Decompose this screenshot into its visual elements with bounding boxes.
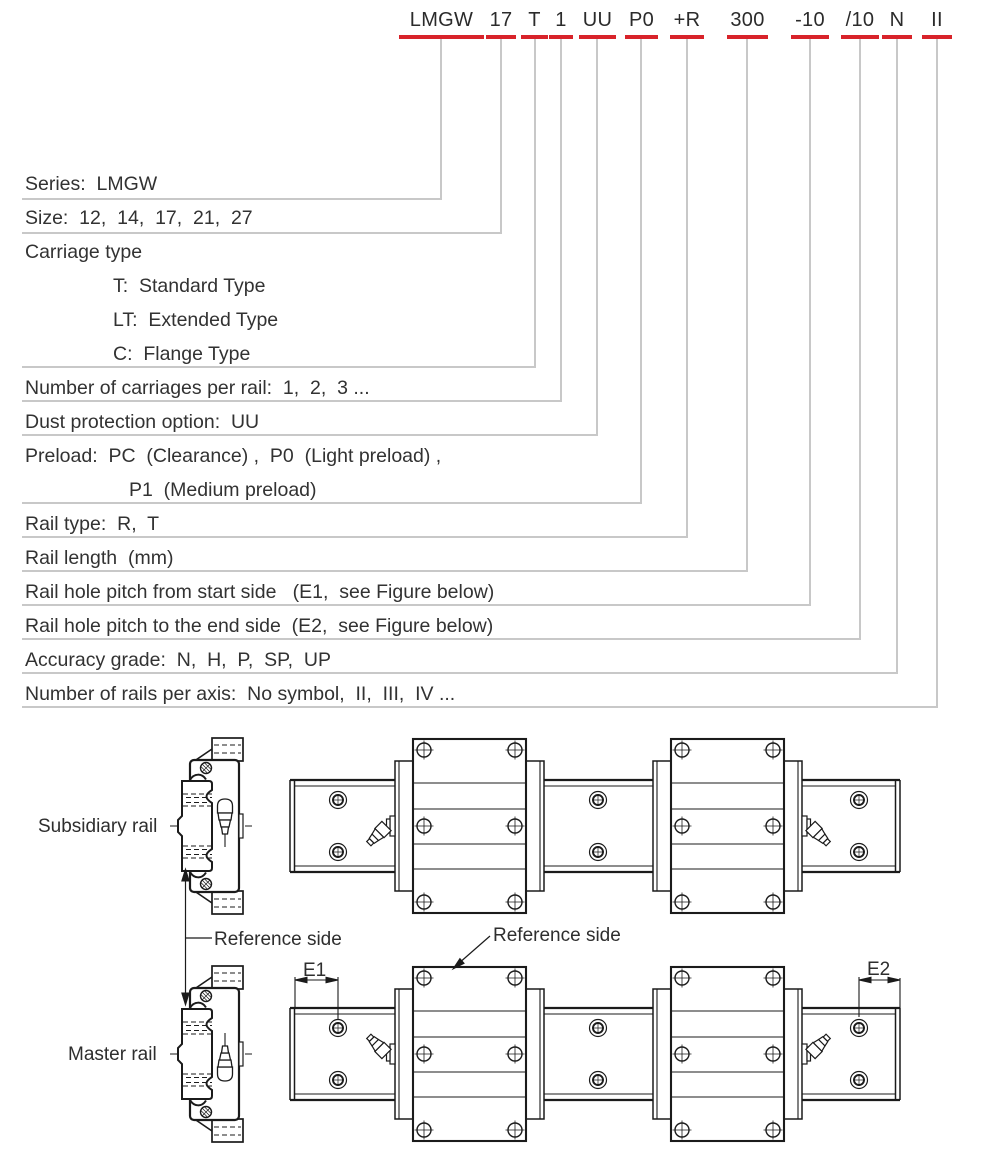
row-separator	[22, 400, 562, 402]
row-separator	[22, 604, 811, 606]
part-segment-carriage-count: 1	[549, 9, 573, 39]
legend-row-preload: Preload: PC (Clearance) , P0 (Light prel…	[25, 445, 442, 467]
part-segment-rails-per-axis: II	[922, 9, 952, 39]
e1-dimension-label: E1	[303, 960, 326, 981]
grease-nipple	[363, 815, 396, 849]
legend-row-rail-length: Rail length (mm)	[25, 547, 174, 569]
legend-row-size: Size: 12, 14, 17, 21, 27	[25, 207, 253, 229]
row-separator	[22, 570, 748, 572]
row-separator	[22, 502, 642, 504]
connector-line	[809, 39, 811, 604]
part-segment-preload: P0	[625, 9, 658, 39]
e1-dimension	[294, 976, 339, 1019]
reference-side-left-label: Reference side	[214, 929, 342, 950]
connector-line	[560, 39, 562, 400]
grease-nipple	[363, 1031, 396, 1065]
connector-line	[896, 39, 898, 672]
legend-row-preload-p1: P1 (Medium preload)	[129, 479, 317, 501]
part-segment-carriage-type: T	[521, 9, 548, 39]
subsidiary-rail-cross-section	[168, 736, 254, 916]
connector-line	[534, 39, 536, 366]
part-segment-size: 17	[486, 9, 516, 39]
connector-line	[746, 39, 748, 570]
legend-row-series: Series: LMGW	[25, 173, 158, 195]
part-segment-e2-pitch: /10	[841, 9, 879, 39]
grease-nipple	[801, 1031, 834, 1065]
connector-line	[686, 39, 688, 536]
part-segment-series: LMGW	[399, 9, 484, 39]
grease-nipple	[801, 815, 834, 849]
part-segment-accuracy: N	[882, 9, 912, 39]
rail-assembly-drawing: Subsidiary rail Master rail Reference si…	[38, 736, 1000, 1144]
row-separator	[22, 706, 938, 708]
part-segment-dust-protection: UU	[579, 9, 616, 39]
connector-line	[440, 39, 442, 198]
subsidiary-rail-label: Subsidiary rail	[38, 816, 157, 837]
legend-row-dust-protection: Dust protection option: UU	[25, 411, 260, 433]
part-segment-rail-length: 300	[727, 9, 768, 39]
legend-row-carriage-type-t: T: Standard Type	[113, 275, 266, 297]
part-segment-e1-pitch: -10	[791, 9, 829, 39]
legend-row-e2-pitch: Rail hole pitch to the end side (E2, see…	[25, 615, 494, 637]
master-rail-plan-view	[290, 967, 900, 1141]
row-separator	[22, 672, 898, 674]
connector-line	[859, 39, 861, 638]
e2-dimension-label: E2	[867, 959, 890, 980]
legend-row-e1-pitch: Rail hole pitch from start side (E1, see…	[25, 581, 495, 603]
reference-side-left-leader	[181, 867, 212, 1007]
e2-dimension	[858, 976, 901, 1017]
reference-side-right-leader	[451, 935, 491, 971]
subsidiary-rail-plan-view	[290, 739, 900, 913]
row-separator	[22, 366, 536, 368]
legend-row-carriage-type-lt: LT: Extended Type	[113, 309, 279, 331]
legend-row-accuracy: Accuracy grade: N, H, P, SP, UP	[25, 649, 331, 671]
master-rail-cross-section	[168, 964, 254, 1144]
legend-row-rail-type: Rail type: R, T	[25, 513, 160, 535]
legend-row-carriage-type: Carriage type	[25, 241, 143, 263]
row-separator	[22, 638, 861, 640]
row-separator	[22, 536, 688, 538]
legend-row-carriage-type-c: C: Flange Type	[113, 343, 251, 365]
row-separator	[22, 434, 598, 436]
connector-line	[640, 39, 642, 502]
part-segment-rail-type: +R	[670, 9, 704, 39]
legend-row-rails-per-axis: Number of rails per axis: No symbol, II,…	[25, 683, 456, 705]
master-rail-label: Master rail	[68, 1044, 157, 1065]
connector-line	[936, 39, 938, 706]
reference-side-right-label: Reference side	[493, 925, 621, 946]
legend-row-carriage-count: Number of carriages per rail: 1, 2, 3 ..…	[25, 377, 370, 399]
connector-line	[596, 39, 598, 434]
connector-line	[500, 39, 502, 232]
row-separator	[22, 198, 442, 200]
row-separator	[22, 232, 502, 234]
